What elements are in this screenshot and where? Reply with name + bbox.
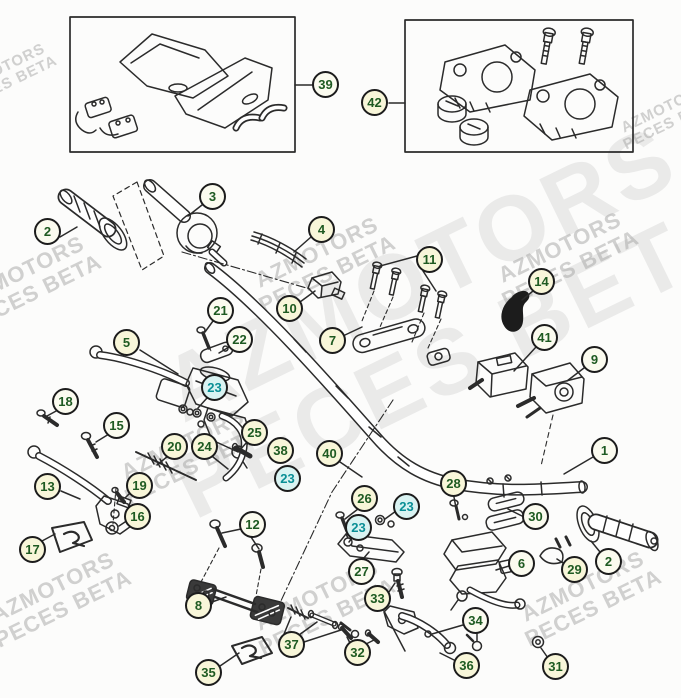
callout-27[interactable]: 27 (348, 558, 375, 585)
callout-22[interactable]: 22 (226, 326, 253, 353)
callout-16[interactable]: 16 (124, 503, 151, 530)
callout-14[interactable]: 14 (528, 268, 555, 295)
callout-7[interactable]: 7 (319, 327, 346, 354)
callout-26[interactable]: 26 (351, 485, 378, 512)
pivot-pin-19 (111, 486, 126, 504)
callout-25[interactable]: 25 (241, 419, 268, 446)
callout-20[interactable]: 20 (161, 433, 188, 460)
callout-11[interactable]: 11 (416, 246, 443, 273)
callout-23[interactable]: 23 (345, 514, 372, 541)
handlebar (204, 262, 588, 498)
callout-23[interactable]: 23 (201, 374, 228, 401)
callout-6[interactable]: 6 (508, 550, 535, 577)
switch-housing-left (468, 352, 529, 398)
clamp-plates-30 (485, 474, 525, 531)
lever-pad-17 (51, 521, 93, 553)
callout-33[interactable]: 33 (364, 585, 391, 612)
callout-38[interactable]: 38 (267, 437, 294, 464)
callout-12[interactable]: 12 (239, 511, 266, 538)
callout-34[interactable]: 34 (462, 607, 489, 634)
bolt-18 (36, 409, 59, 427)
callout-9[interactable]: 9 (581, 346, 608, 373)
elbow-24 (218, 412, 248, 482)
callout-15[interactable]: 15 (103, 412, 130, 439)
bolt-15 (80, 431, 99, 459)
callout-30[interactable]: 30 (522, 503, 549, 530)
spacer-29 (539, 535, 572, 565)
bar-mount-bracket (352, 318, 426, 354)
callout-39[interactable]: 39 (312, 71, 339, 98)
callout-41[interactable]: 41 (531, 324, 558, 351)
bar-risers (437, 27, 619, 146)
callout-37[interactable]: 37 (278, 631, 305, 658)
brake-lever-36 (383, 605, 457, 655)
rubber-boot (501, 290, 530, 332)
nut-31 (531, 635, 545, 649)
callout-29[interactable]: 29 (561, 556, 588, 583)
callout-23[interactable]: 23 (274, 465, 301, 492)
callout-10[interactable]: 10 (276, 295, 303, 322)
callout-2[interactable]: 2 (34, 218, 61, 245)
callout-1[interactable]: 1 (591, 437, 618, 464)
bolt-33 (391, 567, 405, 599)
handguards (75, 33, 288, 139)
callout-35[interactable]: 35 (195, 659, 222, 686)
spring-kit-37 (287, 604, 360, 639)
left-grip (57, 188, 128, 251)
callout-23[interactable]: 23 (393, 493, 420, 520)
riser-kit-box (404, 19, 634, 153)
right-grip (576, 505, 659, 552)
bolts-12 (209, 519, 265, 569)
switch-housing-right (516, 362, 585, 419)
bolt-28 (449, 499, 469, 521)
kill-switch (307, 271, 346, 300)
callout-31[interactable]: 31 (542, 653, 569, 680)
pins-32 (337, 623, 380, 644)
callout-40[interactable]: 40 (316, 440, 343, 467)
callout-2[interactable]: 2 (595, 548, 622, 575)
pin-25 (231, 442, 253, 459)
callout-13[interactable]: 13 (34, 473, 61, 500)
callout-36[interactable]: 36 (453, 652, 480, 679)
callout-18[interactable]: 18 (52, 388, 79, 415)
callout-42[interactable]: 42 (361, 89, 388, 116)
spring-rod-20 (135, 451, 197, 481)
callout-21[interactable]: 21 (207, 297, 234, 324)
perch-27 (335, 511, 405, 563)
pivot-nut-16 (105, 521, 119, 535)
callout-8[interactable]: 8 (185, 592, 212, 619)
lever-bolt-21 (196, 326, 211, 350)
clutch-master-cylinder (89, 345, 253, 469)
lever-pad-35 (231, 636, 273, 665)
callout-17[interactable]: 17 (19, 536, 46, 563)
callout-5[interactable]: 5 (113, 329, 140, 356)
callout-3[interactable]: 3 (199, 183, 226, 210)
throttle-tube (112, 179, 228, 271)
pivot-bushings (178, 404, 216, 422)
callout-32[interactable]: 32 (344, 639, 371, 666)
callout-24[interactable]: 24 (191, 433, 218, 460)
callout-4[interactable]: 4 (308, 216, 335, 243)
cable (250, 231, 307, 268)
riser-bolts (369, 261, 448, 319)
brake-master-cylinder (443, 531, 526, 611)
callout-19[interactable]: 19 (126, 472, 153, 499)
callout-28[interactable]: 28 (440, 470, 467, 497)
